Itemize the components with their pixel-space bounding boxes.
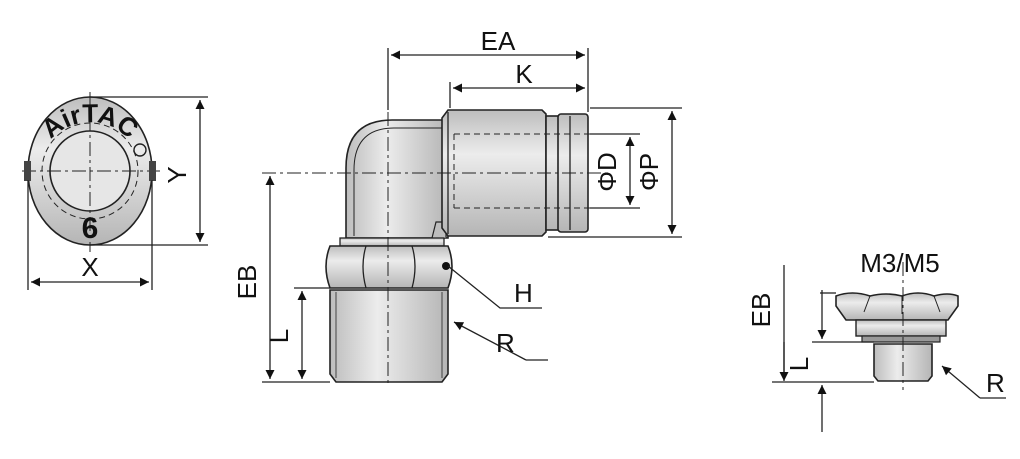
label-r: R [496,328,515,358]
small-dim-eb-label: EB [746,293,776,328]
elbow-bend [345,119,449,239]
dim-l-label: L [264,329,294,343]
dim-p-label: ΦP [634,153,664,191]
small-title: M3/M5 [860,248,939,278]
small-washer [861,335,941,343]
front-edge-right [149,161,156,181]
dim-ea-label: EA [481,26,516,56]
registered-mark-icon [133,143,147,157]
thread-body [329,289,449,383]
small-knurled-head [835,292,959,321]
dim-k-label: K [515,59,533,89]
small-view: M3/M5 EB L R [746,248,1006,432]
small-label-r: R [986,368,1005,398]
hex-nut-flats [362,245,416,289]
size-number: 6 [82,212,99,245]
h-leader [447,265,542,309]
small-r-leader-arrow [941,365,981,399]
front-view: AirTAC 6 Y X [22,92,208,290]
front-edge-left [24,161,31,181]
nut-flange [339,237,445,247]
r-leader-arrow [453,321,527,361]
dim-y-label: Y [162,166,192,183]
dim-d-label: ΦD [592,152,622,192]
dim-eb-label: EB [232,265,262,300]
label-h: H [514,278,533,308]
hex-marker-dot [442,262,450,270]
elbow-view: EA K ΦD ΦP EB L H R [232,26,682,386]
elbow-inner-line [353,127,448,236]
small-dim-l-label: L [784,357,814,371]
hex-nut [325,245,453,289]
dim-x-label: X [81,252,98,282]
small-hex [855,319,947,337]
small-knurl-lines [863,295,941,314]
